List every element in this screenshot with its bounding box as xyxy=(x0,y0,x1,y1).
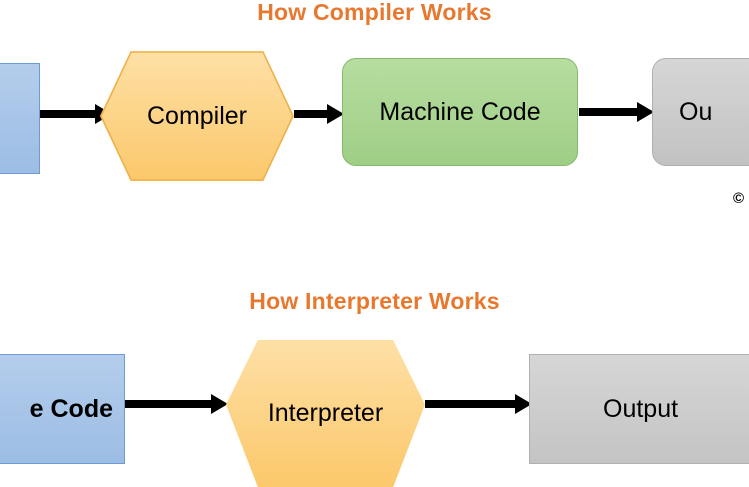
hexagon-shape-compiler xyxy=(100,51,294,181)
arrow-head xyxy=(211,394,228,414)
arrow-head xyxy=(327,104,344,124)
node-interpreter-label: Interpreter xyxy=(267,399,384,427)
copyright-icon: © xyxy=(733,190,745,207)
node-output-compiler-label: Ou xyxy=(679,97,713,126)
node-machine-code: Machine Code xyxy=(342,58,578,166)
hexagon-outline-compiler xyxy=(100,51,294,181)
node-output-interpreter-label: Output xyxy=(603,394,679,423)
interpreter-section-title: How Interpreter Works xyxy=(249,288,500,314)
hexagon-shape-interpreter xyxy=(226,340,425,487)
node-compiler-label: Compiler xyxy=(146,101,248,130)
node-output-interpreter: Output xyxy=(529,354,749,464)
arrow-head xyxy=(637,102,654,122)
node-interpreter: Interpreter xyxy=(226,340,425,487)
arrow-shaft xyxy=(425,400,515,408)
node-source-code-interpreter: e Code xyxy=(0,354,125,464)
node-compiler: Compiler xyxy=(100,51,294,181)
compiler-section-title: How Compiler Works xyxy=(257,0,492,25)
arrow-head xyxy=(515,394,532,414)
arrow-shaft xyxy=(40,110,95,118)
node-machine-code-label: Machine Code xyxy=(379,97,541,126)
node-source-code-compiler xyxy=(0,63,40,174)
node-source-code-interpreter-label: e Code xyxy=(29,394,113,423)
arrow-shaft xyxy=(579,108,637,116)
arrow-shaft xyxy=(125,400,211,408)
node-output-compiler: Ou xyxy=(652,58,749,166)
arrow-shaft xyxy=(294,110,327,118)
